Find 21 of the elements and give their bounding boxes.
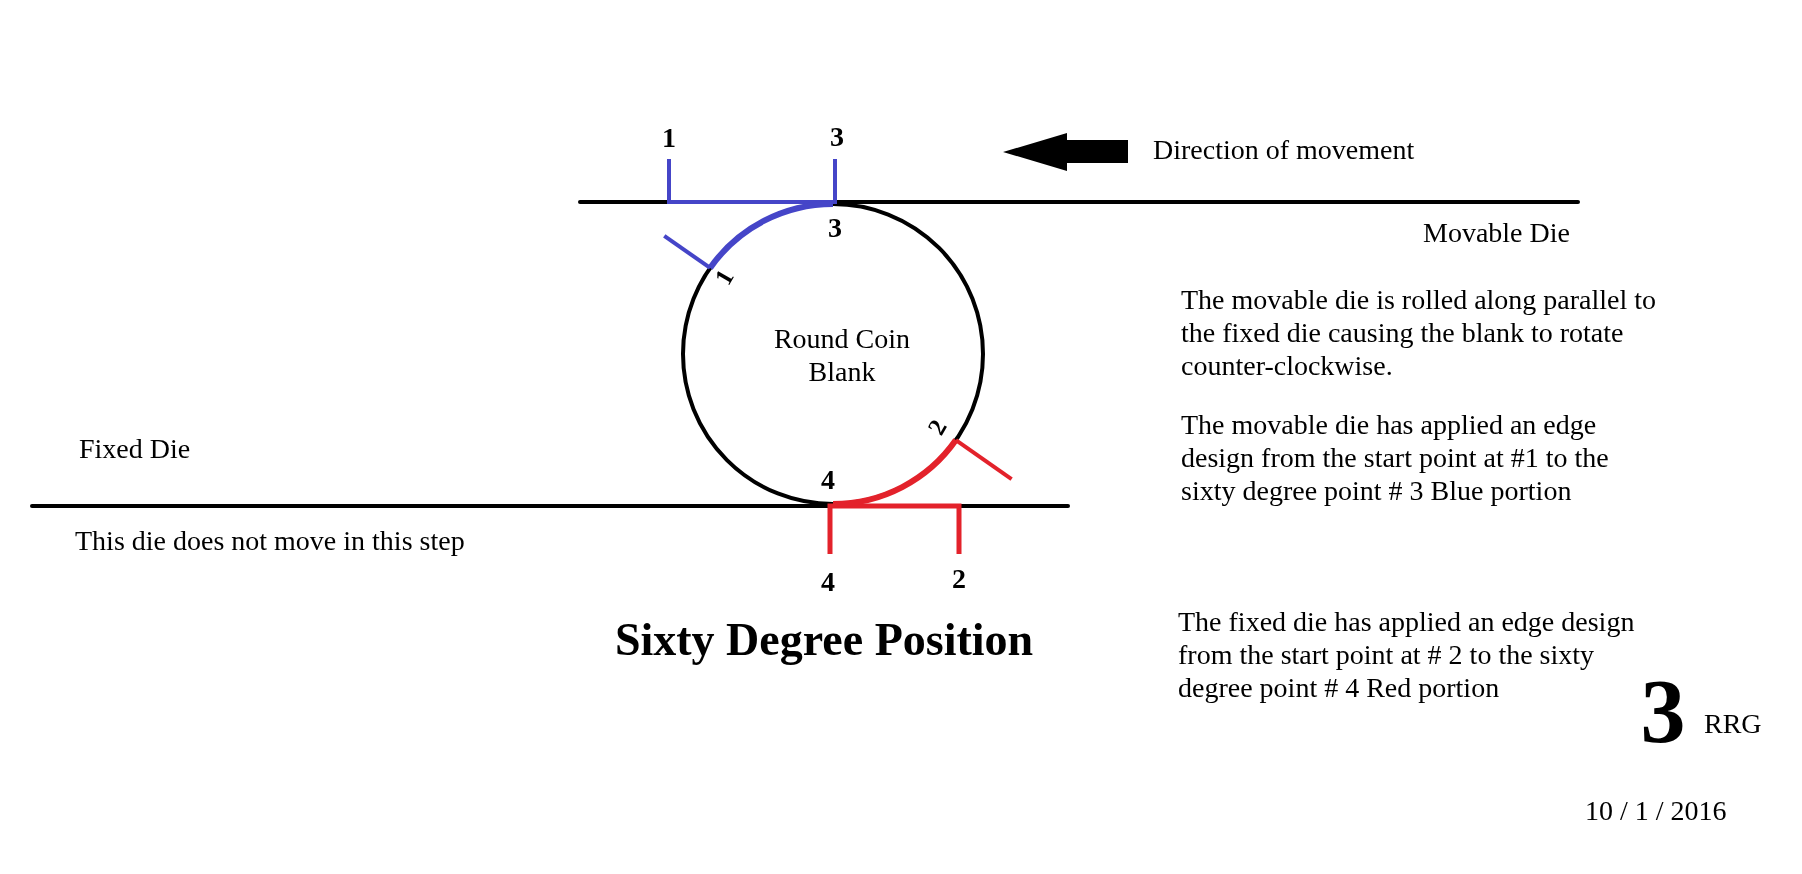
point-number: 1	[710, 265, 738, 289]
point-number: 4	[821, 568, 835, 596]
point-number: 3	[828, 214, 842, 242]
point-number: 2	[923, 415, 951, 439]
date-text: 10 / 1 / 2016	[1585, 797, 1727, 825]
coin-label: Round Coin Blank	[772, 322, 912, 388]
coin-blank-circle	[681, 202, 985, 506]
diagram-title: Sixty Degree Position	[614, 617, 1034, 663]
direction-label: Direction of movement	[1153, 136, 1415, 164]
die-label: Movable Die	[1423, 219, 1570, 247]
description-text: The movable die is rolled along parallel to the fixed die causing the blank to rotate counter-clockwise.	[1181, 283, 1658, 382]
note-text: This die does not move in this step	[75, 527, 465, 555]
sheet-number: 3	[1640, 667, 1686, 757]
description-text: The movable die has applied an edge design from the start point at #1 to the sixty degree point # 3 Blue portion	[1181, 408, 1610, 507]
point-number: 4	[821, 466, 835, 494]
point-number: 3	[830, 123, 844, 151]
die-label: Fixed Die	[79, 435, 191, 463]
point-number: 2	[952, 565, 966, 593]
author-initials: RRG	[1704, 710, 1762, 738]
description-text: The fixed die has applied an edge design from the start point at # 2 to the sixty degree point # 4 Red portion	[1178, 605, 1636, 704]
point-number: 1	[662, 124, 676, 152]
